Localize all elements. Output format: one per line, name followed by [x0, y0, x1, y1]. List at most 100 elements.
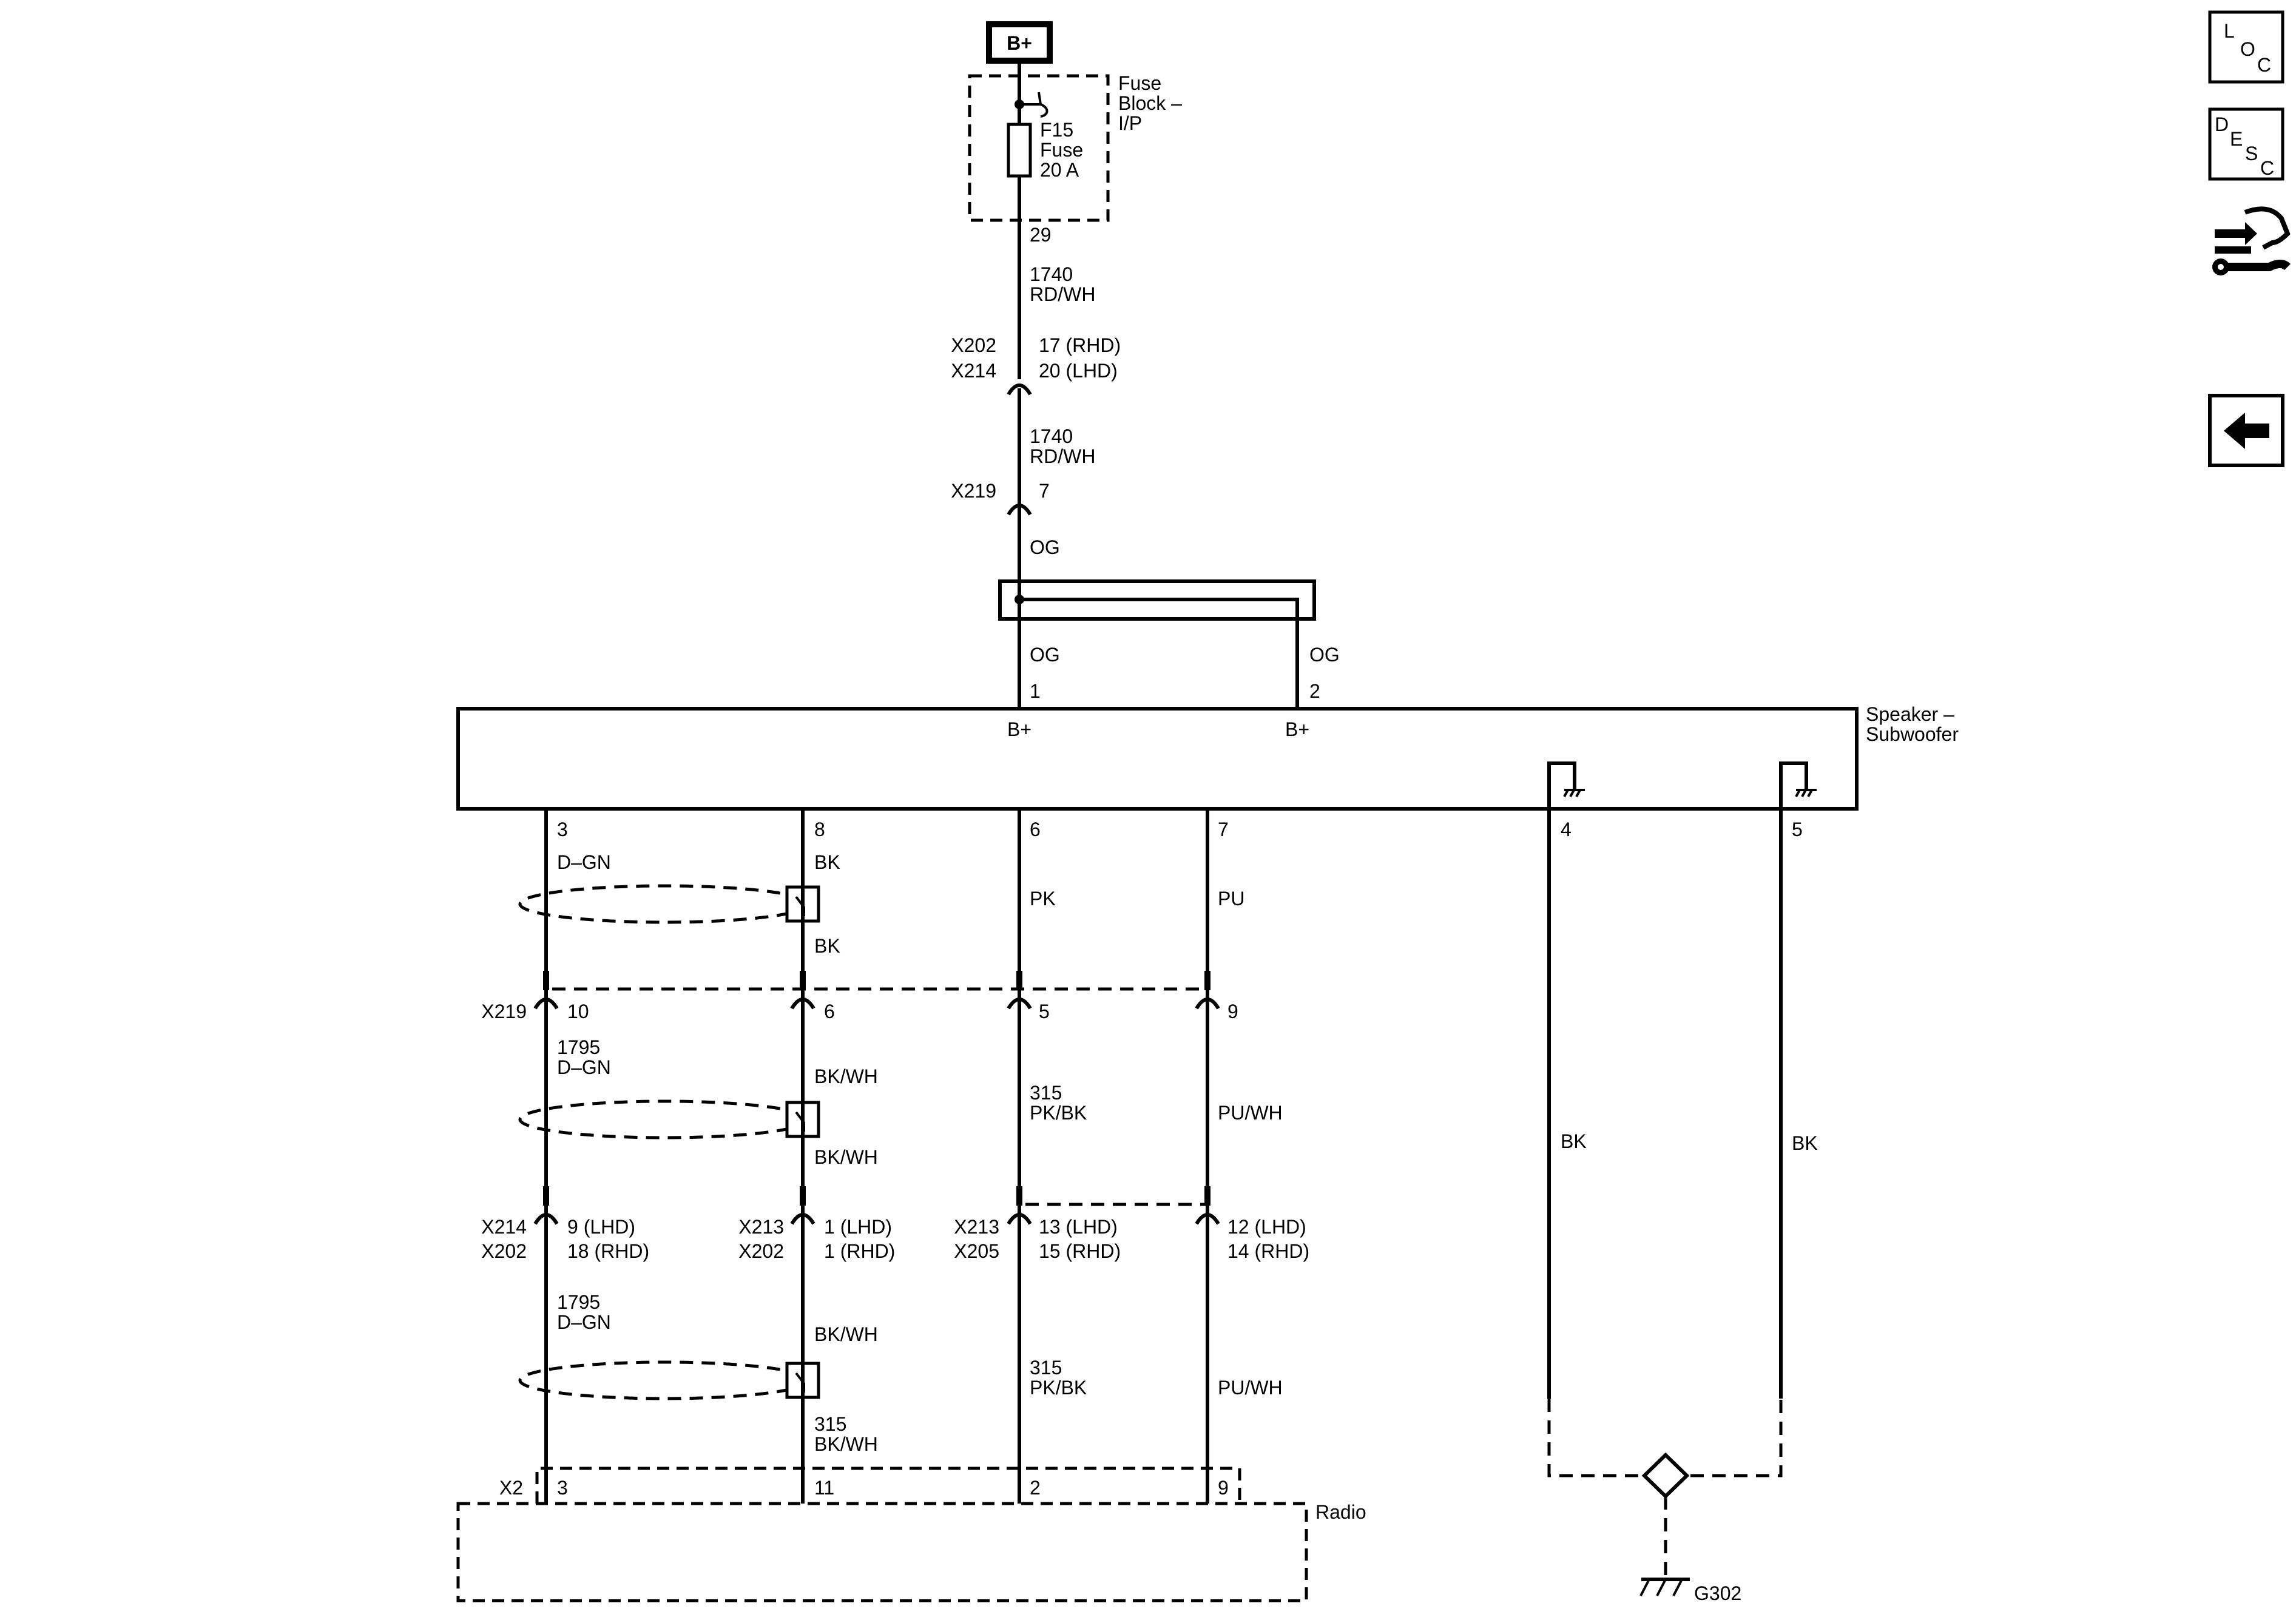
drain-color: BK — [814, 935, 840, 957]
c2-conn-b: X202 — [738, 1240, 784, 1262]
internal-ground-icon — [1547, 761, 1585, 809]
feed-pin-x219: 7 — [1039, 480, 1050, 502]
splice-point — [1015, 595, 1024, 604]
c1-pin-b: 18 (RHD) — [567, 1240, 649, 1262]
splice-pack-outline — [998, 579, 1316, 621]
output-pin-4: 7 — [1218, 819, 1229, 840]
radio-component — [456, 1502, 1308, 1602]
inline-connector-row-2 — [533, 1186, 1220, 1225]
x219-pin-3: 5 — [1039, 1001, 1050, 1022]
fuse-id: F15 — [1040, 119, 1073, 141]
c3-conn-a: X213 — [954, 1216, 999, 1238]
radio-connector-label: X2 — [499, 1477, 523, 1499]
subwoofer-pin-2: 2 — [1309, 680, 1320, 702]
feed-connector-x214: X214 — [951, 360, 996, 382]
output-pin-2: 8 — [814, 819, 825, 840]
internal-ground-icon — [1779, 761, 1817, 809]
desc-letter-s: S — [2245, 143, 2258, 164]
feed-color-4: OG — [1030, 644, 1060, 666]
desc-letter-c: C — [2260, 157, 2274, 179]
ground-pin-4: 4 — [1561, 819, 1572, 840]
feed-connector-x202: X202 — [951, 334, 996, 356]
shield-ellipse — [518, 1099, 811, 1139]
desc-letter-e: E — [2230, 128, 2243, 150]
feed-color-1: RD/WH — [1030, 283, 1095, 305]
mid-color-2b: BK/WH — [814, 1146, 878, 1168]
low-circuit-2b: 315 — [814, 1413, 846, 1435]
output-pin-3: 6 — [1030, 819, 1041, 840]
low-color-4: PU/WH — [1218, 1377, 1283, 1399]
feed-circuit-1: 1740 — [1030, 263, 1073, 285]
mid-color-1: D–GN — [557, 1056, 611, 1078]
subwoofer-name-1: Speaker – — [1866, 703, 1954, 725]
radio-pin-4: 9 — [1218, 1477, 1229, 1499]
c1-conn-b: X202 — [481, 1240, 527, 1262]
description-button[interactable]: D E S C — [2208, 107, 2284, 181]
ground-color-4: BK — [1561, 1130, 1587, 1152]
mid-color-3: PK/BK — [1030, 1102, 1087, 1124]
fuse-block-label-1: Fuse — [1118, 72, 1161, 94]
c4-pin-b: 14 (RHD) — [1227, 1240, 1309, 1262]
x219-pin-4: 9 — [1227, 1001, 1238, 1022]
desc-letter-d: D — [2215, 113, 2229, 135]
output-color-3: PK — [1030, 888, 1056, 910]
inline-connector-x219-feed — [1007, 504, 1032, 516]
mid-color-4: PU/WH — [1218, 1102, 1283, 1124]
feed-pin-lhd: 20 (LHD) — [1039, 360, 1118, 382]
fuse-block-label-3: I/P — [1118, 112, 1142, 134]
x219-pin-2: 6 — [824, 1001, 835, 1022]
feed-connector-x219: X219 — [951, 480, 996, 502]
radio-pin-1: 3 — [557, 1477, 568, 1499]
low-color-1: D–GN — [557, 1311, 611, 1333]
c3-pin-b: 15 (RHD) — [1039, 1240, 1121, 1262]
c2-pin-b: 1 (RHD) — [824, 1240, 895, 1262]
connector-repair-icon[interactable] — [2212, 206, 2291, 275]
ground-splice-diamond — [1641, 1452, 1690, 1499]
power-supply-label: B+ — [1007, 32, 1032, 54]
mid-circuit-3: 315 — [1030, 1082, 1062, 1104]
back-button[interactable] — [2208, 394, 2284, 467]
ground-color-5: BK — [1792, 1132, 1818, 1154]
c1-conn-a: X214 — [481, 1216, 527, 1238]
mid-circuit-1: 1795 — [557, 1036, 600, 1058]
x219-connector-label: X219 — [481, 1001, 527, 1022]
output-color-4: PU — [1218, 888, 1244, 910]
fuse-block-outline — [968, 74, 1110, 222]
c2-conn-a: X213 — [738, 1216, 784, 1238]
inline-connector-x219 — [533, 971, 1220, 1010]
fuse-pin: 29 — [1030, 224, 1052, 246]
low-color-2b: BK/WH — [814, 1433, 878, 1455]
shield-ellipse — [518, 884, 811, 924]
battery-power-source: B+ — [986, 21, 1053, 64]
output-color-1: D–GN — [557, 851, 611, 873]
output-pin-1: 3 — [557, 819, 568, 840]
c3-pin-a: 13 (LHD) — [1039, 1216, 1118, 1238]
feed-color-3: OG — [1030, 536, 1060, 558]
fuse-f15-symbol — [1007, 123, 1032, 178]
feed-color-2: RD/WH — [1030, 445, 1095, 467]
c1-pin-a: 9 (LHD) — [567, 1216, 635, 1238]
subwoofer-name-2: Subwoofer — [1866, 723, 1959, 745]
location-button[interactable]: L O C — [2208, 10, 2284, 84]
low-circuit-1: 1795 — [557, 1291, 600, 1313]
radio-x2-connector — [535, 1467, 1241, 1504]
c3-conn-b: X205 — [954, 1240, 999, 1262]
mid-color-2a: BK/WH — [814, 1065, 878, 1087]
fuse-block-label-2: Block – — [1118, 92, 1182, 114]
radio-pin-3: 2 — [1030, 1477, 1041, 1499]
ground-id: G302 — [1694, 1582, 1741, 1604]
ground-pin-5: 5 — [1792, 819, 1803, 840]
loc-letter-c: C — [2257, 54, 2271, 76]
feed-color-5: OG — [1309, 644, 1340, 666]
low-color-3: PK/BK — [1030, 1377, 1087, 1399]
ground-g302-icon — [1639, 1578, 1690, 1596]
loc-letter-l: L — [2224, 20, 2235, 42]
inline-connector-x202 — [1007, 383, 1032, 396]
feed-circuit-2: 1740 — [1030, 425, 1073, 447]
fuse-rating: 20 A — [1040, 159, 1079, 181]
c4-pin-a: 12 (LHD) — [1227, 1216, 1306, 1238]
low-circuit-3: 315 — [1030, 1357, 1062, 1379]
output-color-2: BK — [814, 851, 840, 873]
shield-ellipse — [518, 1360, 811, 1400]
